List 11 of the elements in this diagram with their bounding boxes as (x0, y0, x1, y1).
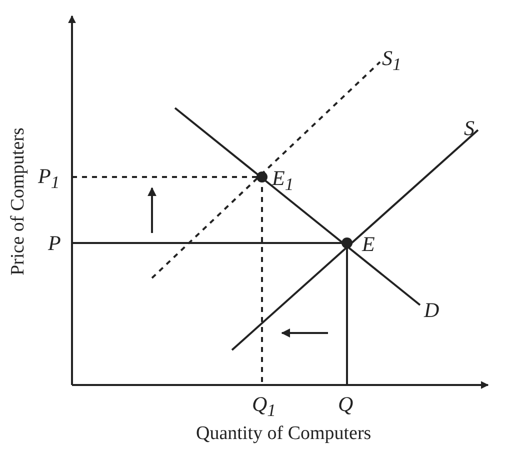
curve-label: D (424, 300, 440, 321)
axis-value-label: P (48, 233, 61, 254)
axis-title: Price of Computers (8, 126, 28, 278)
axis-value-label: Q$_{1}$ (252, 394, 276, 420)
axis-value-label: P$_{1}$ (38, 166, 60, 192)
curve-label: S$_{1}$ (382, 48, 402, 74)
curve-label: S (464, 118, 474, 139)
point-label: E (362, 234, 375, 255)
axis-value-label: Q (338, 394, 354, 415)
axis-title: Quantity of Computers (196, 424, 372, 443)
point-label: E$_{1}$ (272, 168, 294, 194)
